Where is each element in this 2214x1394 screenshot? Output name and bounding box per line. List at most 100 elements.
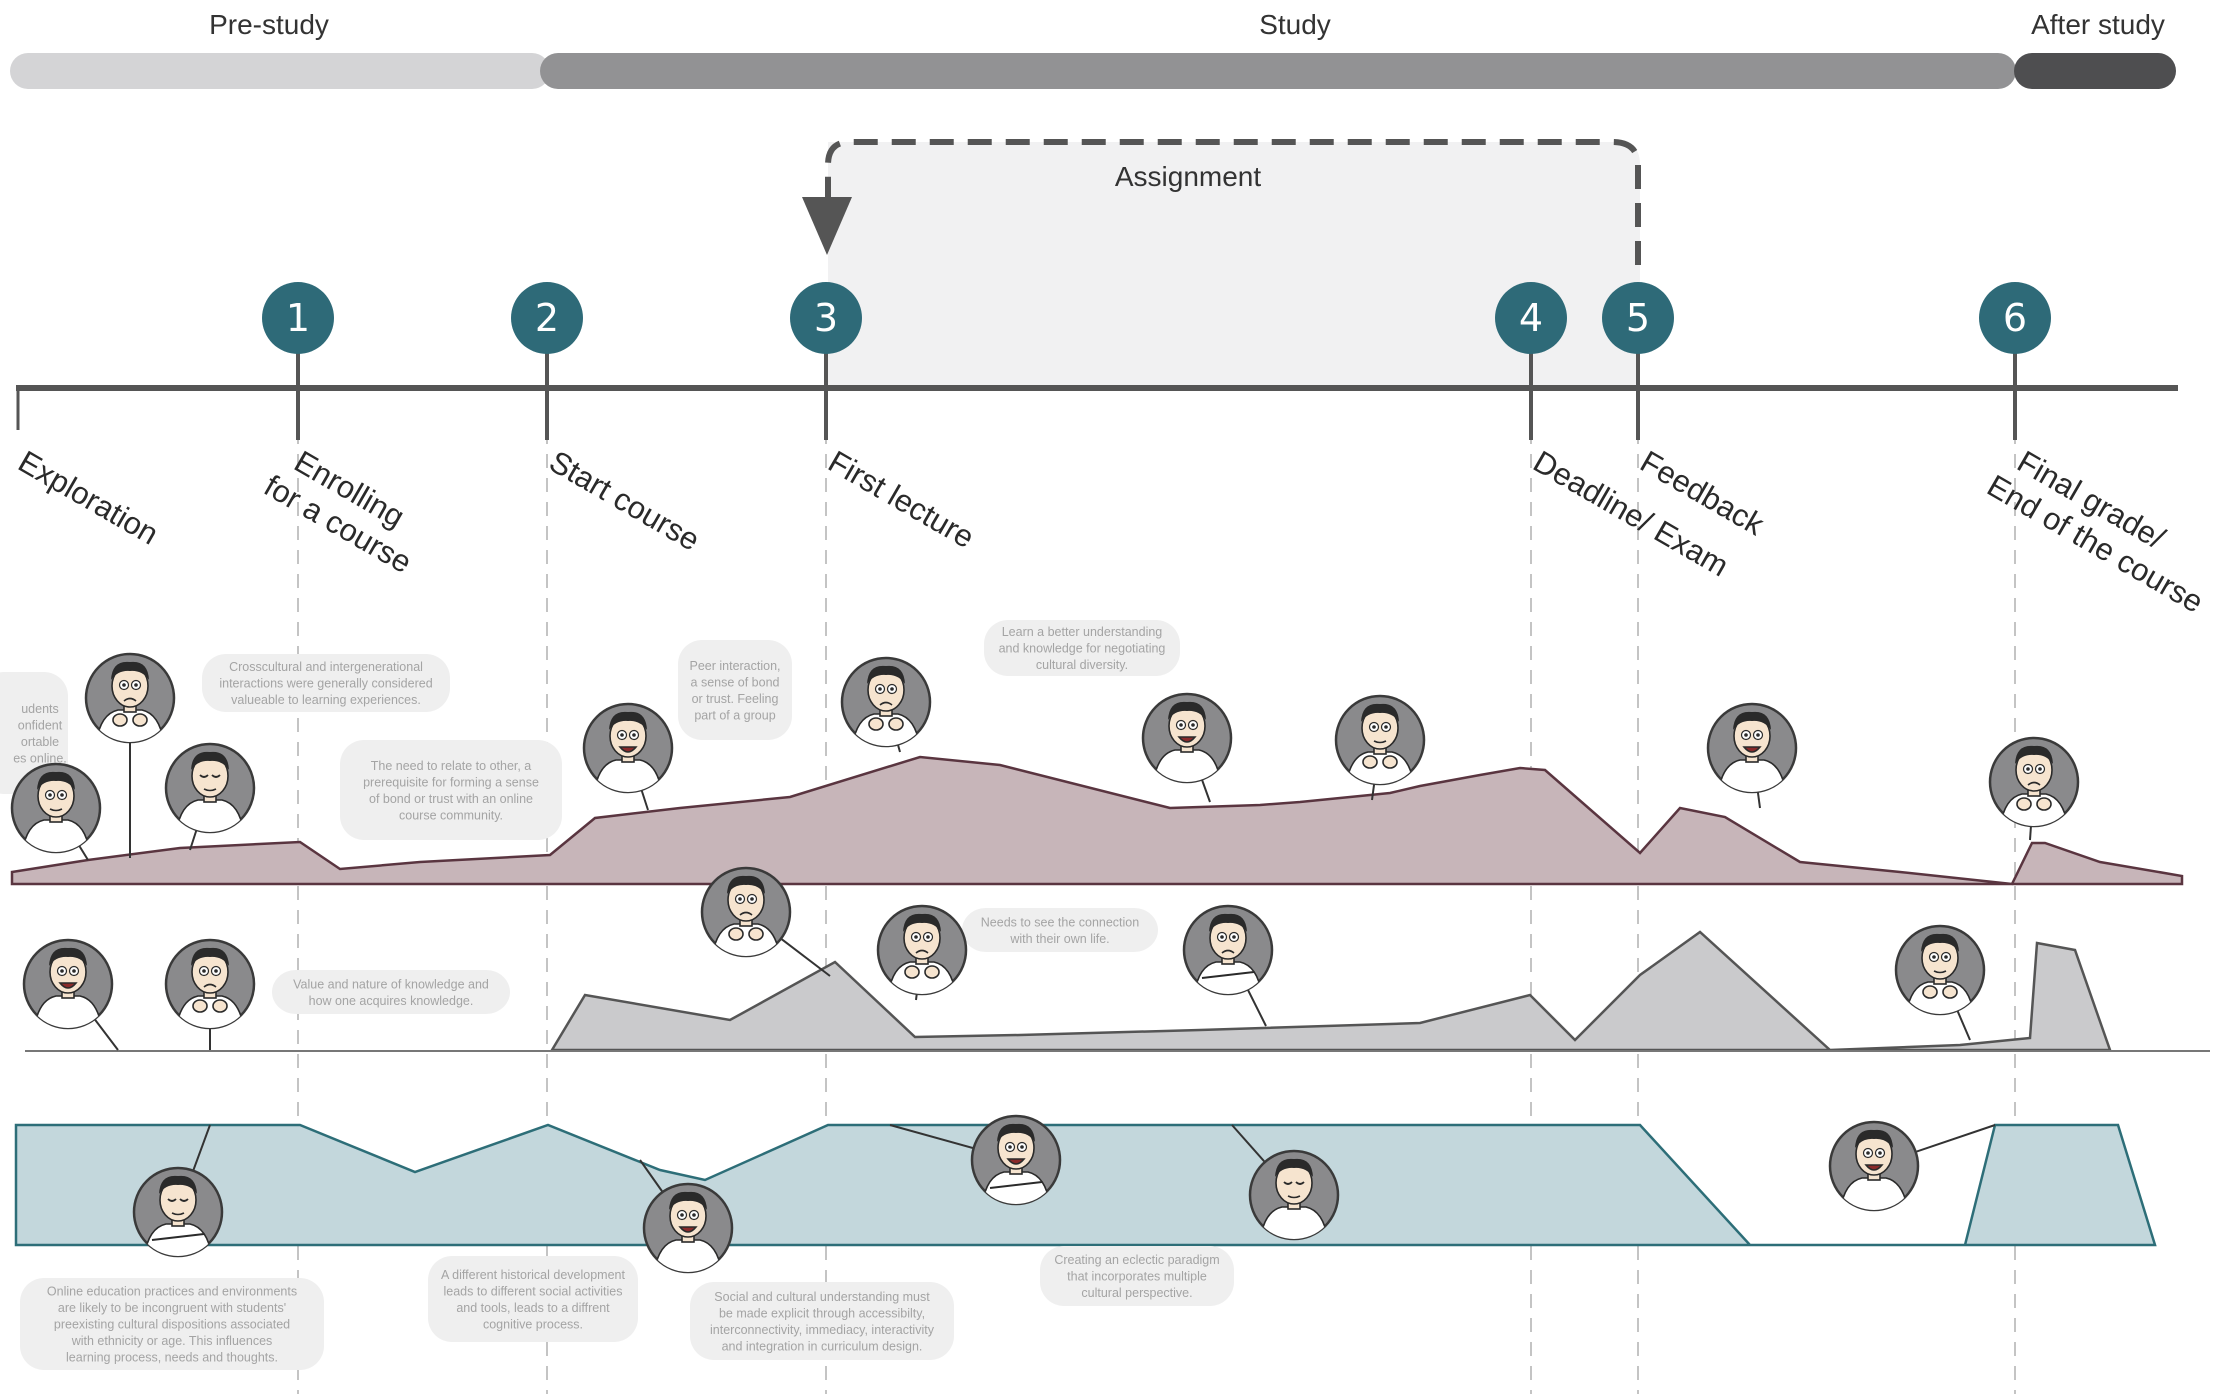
avatar-pupil (632, 733, 636, 737)
avatar-arms (989, 1181, 1043, 1189)
milestone-number-badge (511, 282, 583, 354)
assignment-shaded-area (828, 142, 1640, 388)
note-text-line: and integration in curriculum design. (722, 1339, 923, 1353)
avatar-pupil (1878, 1151, 1882, 1155)
note-text-line: preexisting cultural dispositions associ… (54, 1318, 290, 1332)
avatar-pupil (1866, 1151, 1870, 1155)
milestone-number-badge (1602, 282, 1674, 354)
avatar-pupil (1372, 725, 1376, 729)
avatar-hair (727, 875, 765, 894)
note-text-line: udents (21, 702, 59, 716)
avatar-pupil (620, 733, 624, 737)
avatar-doubtful (700, 866, 792, 958)
avatar-hair (1209, 913, 1247, 932)
arrow-down-icon (802, 197, 852, 255)
avatar-hair (997, 1123, 1035, 1142)
avatar-pupil (890, 687, 894, 691)
avatar-hand (2016, 797, 2032, 811)
note-bubble (678, 640, 792, 740)
note-bubble (272, 970, 510, 1014)
annotation-note: The need to relate to other, aprerequisi… (340, 740, 562, 840)
avatar-pupil (1932, 955, 1936, 959)
milestone-number: 3 (814, 296, 838, 340)
note-text-line: and knowledge for negotiating (999, 642, 1166, 656)
avatar-mouth (1373, 740, 1387, 744)
avatar-figure (593, 711, 663, 792)
avatar-figure (1905, 933, 1975, 1014)
avatar-hand (2036, 797, 2052, 811)
note-bubble (962, 908, 1158, 952)
avatar-scared (84, 652, 176, 744)
avatar-mouth (879, 701, 893, 706)
avatar-mouth (1287, 1195, 1301, 1199)
avatar-friendly (1248, 1149, 1340, 1241)
avatar-eye (167, 1198, 177, 1202)
note-bubble (428, 1256, 638, 1342)
avatar-figure (1839, 1129, 1909, 1210)
avatar-mouth (1742, 746, 1762, 753)
avatar-hair (867, 665, 905, 684)
avatar-pupil (738, 897, 742, 901)
avatar-pupil (878, 687, 882, 691)
note-text-line: Value and nature of knowledge and (293, 977, 489, 991)
assignment-label: Assignment (1115, 161, 1262, 192)
avatar-nervous (840, 656, 932, 748)
emotion-row-2 (25, 930, 2210, 1052)
emotion-row-1 (10, 755, 2184, 886)
milestone-label: Final grade/End of the course (1981, 437, 2214, 620)
avatar-figure (175, 947, 245, 1028)
avatar-pupil (1020, 1145, 1024, 1149)
phase-label-study: Study (1259, 9, 1331, 40)
avatar-hair (669, 1191, 707, 1210)
avatar-figure (21, 771, 91, 852)
annotation-note: A different historical developmentleads … (428, 1256, 638, 1342)
avatar-mouth (203, 788, 217, 792)
phase-bar-pre-study (10, 53, 550, 89)
avatar-unsure (1988, 736, 2080, 828)
avatar-mouth (1177, 736, 1197, 743)
note-text-line: part of a group (694, 708, 775, 722)
avatar-mouth (171, 1212, 185, 1216)
avatar-hand (1362, 755, 1378, 769)
note-text-line: that incorporates multiple (1067, 1270, 1207, 1284)
note-text-line: Peer interaction, (689, 659, 780, 673)
avatar-hair (903, 913, 941, 932)
milestone-number-badge (1979, 282, 2051, 354)
avatar-mouth (1933, 970, 1947, 974)
avatar-figure (981, 1123, 1051, 1204)
avatar-hair (49, 947, 87, 966)
milestone-label-line: Exploration (13, 444, 165, 552)
avatar-worried (10, 762, 102, 854)
milestone-label-line: First lecture (823, 444, 981, 555)
avatar-hand (212, 999, 228, 1013)
annotation-note: Online education practices and environme… (20, 1278, 324, 1370)
note-text-line: Crosscultural and intergenerational (229, 660, 423, 674)
emotion-row-3 (14, 1123, 2157, 1247)
assignment-dashed-arrow (825, 139, 1641, 265)
note-text-line: Online education practices and environme… (47, 1285, 297, 1299)
note-text-line: The need to relate to other, a (371, 759, 532, 773)
note-text-line: Creating an eclectic paradigm (1054, 1253, 1219, 1267)
avatar-pupil (48, 793, 52, 797)
avatar-figure (851, 665, 921, 746)
milestone-label: Enrollingfor a course (258, 437, 435, 580)
avatar-pupil (1944, 955, 1948, 959)
avatar-pupil (1220, 935, 1224, 939)
avatar-figure (1345, 703, 1415, 784)
milestone-number-badge (790, 282, 862, 354)
milestone-number-badge (262, 282, 334, 354)
avatar-eye (179, 1198, 189, 1202)
phase-bar-study (540, 53, 2016, 89)
avatar-hair (1855, 1129, 1893, 1148)
avatar-mouth (58, 982, 78, 989)
milestone-number: 1 (286, 296, 310, 340)
phase-label-pre-study: Pre-study (209, 9, 329, 40)
avatar-pupil (1756, 733, 1760, 737)
note-text-line: interactions were generally considered (219, 677, 432, 691)
avatar-mouth (203, 983, 217, 988)
avatar-hair (191, 947, 229, 966)
avatar-figure (33, 947, 103, 1028)
note-text-line: with their own life. (1009, 932, 1109, 946)
